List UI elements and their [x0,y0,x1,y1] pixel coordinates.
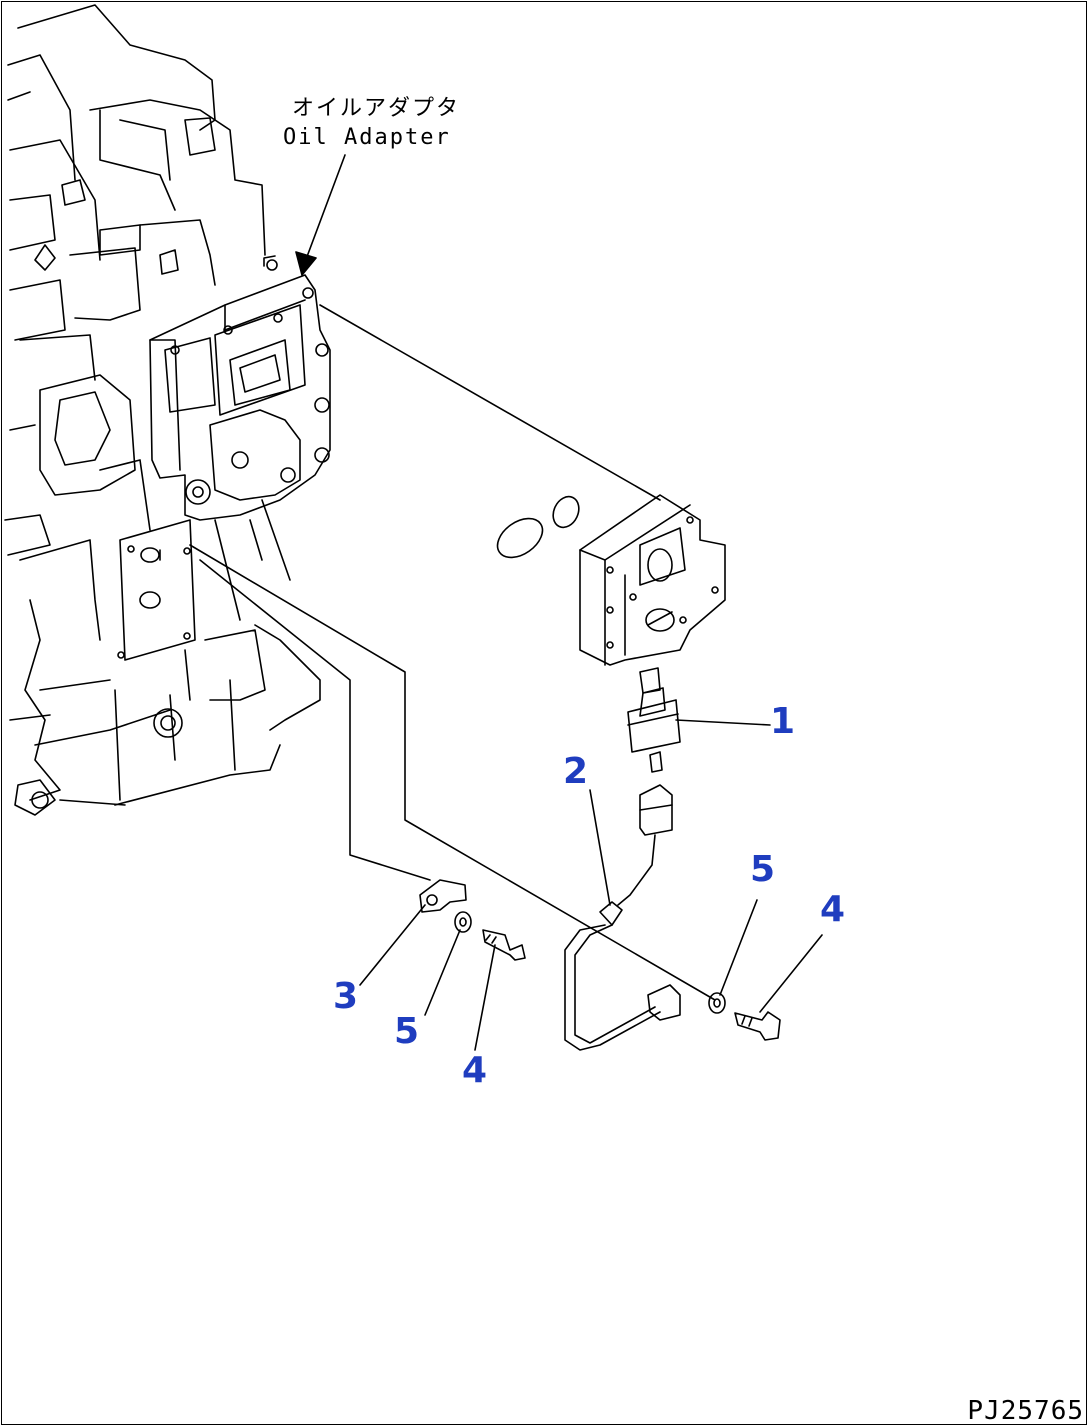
leader-line-5a [424,929,461,1016]
projection-line-upper [319,304,661,501]
gasket-round [552,495,580,529]
callout-1: 1 [770,701,796,742]
callout-4-right: 4 [820,889,846,930]
callout-4-left: 4 [462,1050,488,1091]
callout-3: 3 [333,976,359,1017]
leader-line-4a [474,944,496,1051]
drawing-code: PJ25765 [967,1396,1084,1426]
leader-line-4b [759,934,823,1013]
filter-head-block [579,494,726,666]
oil-adapter-label-jp: オイルアダプタ [292,96,461,121]
projection-line-lower [199,559,431,881]
engine-block [4,4,321,816]
part-3-clamp [359,879,467,986]
projection-line-lower-2 [189,544,716,1001]
part-4-bolts [474,929,823,1051]
leader-line-3 [359,904,426,986]
part-2-wiring-harness [564,784,681,1051]
part-1-pressure-switch [627,667,771,773]
leader-line-2 [589,789,611,906]
oil-adapter-annotation-arrow [295,154,346,276]
leader-line-1 [675,719,771,726]
gasket-oval [496,517,544,559]
callout-5-left: 5 [394,1011,420,1052]
leader-line-5b [719,899,758,996]
engine-bracket-plate [119,519,196,661]
oil-adapter-housing [149,255,331,621]
part-5-washers [424,899,758,1016]
callout-5-right: 5 [750,849,776,890]
oil-adapter-label-en: Oil Adapter [283,125,451,150]
callout-2: 2 [563,751,589,792]
